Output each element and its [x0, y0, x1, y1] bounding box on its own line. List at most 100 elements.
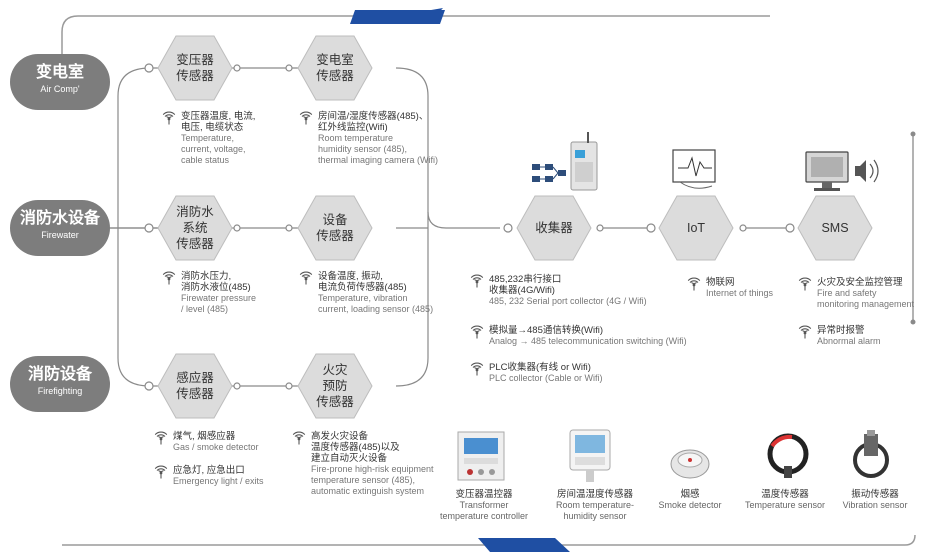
desc-en: Gas / smoke detector	[173, 442, 259, 452]
category-subtitle: Air Comp'	[40, 84, 80, 94]
desc-cn: PLC收集器(有线 or Wifi)	[489, 362, 591, 373]
desc-en: PLC collector (Cable or Wifi)	[489, 373, 603, 383]
node-label-line: 传感器	[316, 229, 354, 243]
signal-icon	[292, 431, 306, 445]
desc-substation: 房间温/湿度传感器(485)、红外线监控(Wifi)Room temperatu…	[299, 111, 438, 166]
desc-en: current, voltage,	[181, 144, 246, 154]
desc-en: Fire-prone high-risk equipment	[311, 464, 434, 474]
desc-cn: 消防水液位(485)	[181, 282, 251, 293]
desc-cn: 房间温/湿度传感器(485)、	[318, 111, 429, 122]
collector-device-icon	[532, 132, 598, 191]
category-subtitle: Firefighting	[37, 386, 83, 396]
desc-en: monitoring management	[817, 299, 915, 309]
device-en: Vibration sensor	[842, 500, 908, 510]
node-equipment-sensor: 设备传感器	[297, 195, 373, 261]
node-label-line: 传感器	[176, 69, 214, 83]
signal-icon	[470, 274, 484, 288]
node-collector: 收集器	[516, 195, 592, 261]
signal-icon	[299, 111, 313, 125]
category-firefighting: 消防设备 Firefighting	[10, 356, 110, 412]
desc-en: thermal imaging camera (Wifi)	[318, 155, 439, 165]
top-frame-line	[61, 15, 770, 48]
node-label: 变电室传感器	[316, 52, 354, 84]
device-cn: 温度传感器	[761, 489, 809, 500]
bottom-frame-line	[62, 534, 916, 546]
device-en: humidity sensor	[563, 511, 627, 521]
desc-en: 485, 232 Serial port collector (4G / Wif…	[489, 296, 647, 306]
signal-icon	[299, 271, 313, 285]
signal-icon	[798, 325, 812, 339]
desc-cn: 变压器温度, 电流,	[181, 111, 256, 122]
signal-icon	[162, 111, 176, 125]
desc-cn: 温度传感器(485)以及	[311, 442, 400, 453]
desc-cn: 电流负荷传感器(485)	[318, 282, 407, 293]
signal-icon	[154, 431, 168, 445]
node-label: 设备传感器	[316, 212, 354, 244]
category-subtitle: Firewater	[41, 230, 79, 240]
desc-en: Temperature,	[181, 133, 235, 143]
right-bracket-dot	[910, 319, 916, 325]
node-label: 感应器传感器	[176, 370, 214, 402]
desc-cn: 模拟量→485通信转换(Wifi)	[489, 325, 604, 336]
node-label-line: 传感器	[176, 387, 214, 401]
category-title: 消防水设备	[19, 210, 100, 227]
device-en: Smoke detector	[658, 500, 722, 510]
desc-cn: 设备温度, 振动,	[318, 271, 383, 282]
signal-icon	[154, 465, 168, 479]
desc-cn: 收集器(4G/Wifi)	[489, 285, 555, 296]
device-cn: 烟感	[680, 489, 700, 500]
device-en: Temperature sensor	[744, 500, 826, 510]
desc-cn: 电压, 电缆状态	[181, 122, 244, 133]
desc-en: humidity sensor (485),	[318, 144, 408, 154]
device-en: Room temperature-	[555, 500, 635, 510]
node-label-line: 火灾	[322, 363, 348, 377]
desc-en: Analog → 485 telecommunication switching…	[489, 336, 687, 346]
desc-en: Abnormal alarm	[817, 336, 881, 346]
node-label-line: 设备	[322, 213, 348, 227]
node-label: 消防水系统传感器	[176, 204, 214, 252]
desc-en: cable status	[181, 155, 230, 165]
desc-cn: 异常时报警	[817, 325, 865, 336]
left-bus-line	[117, 67, 151, 387]
node-label: SMS	[821, 221, 849, 235]
node-iot: IoT	[658, 195, 734, 261]
desc-en: Internet of things	[706, 288, 774, 298]
desc-cn: 煤气, 烟感应器	[173, 431, 236, 442]
device-cn: 变压器温控器	[455, 489, 513, 500]
node-fire-prevention-sensor: 火灾预防传感器	[297, 353, 373, 419]
to-collector-line	[427, 211, 500, 229]
node-transformer-sensor: 变压器传感器	[157, 35, 233, 101]
node-label-line: 变压器	[176, 53, 214, 67]
desc-cn: 建立自动灭火设备	[311, 453, 388, 464]
iot-monitor-icon	[672, 149, 716, 189]
desc-collector-analog: 模拟量→485通信转换(Wifi)Analog → 485 telecommun…	[470, 325, 687, 347]
desc-en: current, loading sensor (485)	[318, 304, 434, 314]
vibration-sensor-image	[853, 430, 889, 478]
desc-en: Firewater pressure	[181, 293, 257, 303]
desc-en: automatic extinguish system	[311, 486, 425, 496]
desc-cn: 485,232串行接口	[489, 274, 562, 285]
desc-cn: 红外线监控(Wifi)	[318, 122, 388, 133]
signal-icon	[687, 277, 701, 291]
desc-en: / level (485)	[181, 304, 229, 314]
node-label-line: 变电室	[316, 53, 354, 67]
node-label-line: 系统	[182, 221, 208, 235]
desc-firewater: 消防水压力,消防水液位(485)Firewater pressure/ leve…	[162, 271, 256, 315]
node-substation-sensor: 变电室传感器	[297, 35, 373, 101]
desc-collector-serial: 485,232串行接口收集器(4G/Wifi)485, 232 Serial p…	[470, 274, 647, 307]
desc-collector-plc: PLC收集器(有线 or Wifi)PLC collector (Cable o…	[470, 362, 603, 384]
device-cn: 房间温湿度传感器	[556, 489, 633, 500]
signal-icon	[798, 277, 812, 291]
room-humidity-sensor-image	[569, 429, 611, 482]
desc-cn: 火灾及安全监控管理	[817, 277, 903, 288]
node-sms: SMS	[797, 195, 873, 261]
desc-en: Emergency light / exits	[173, 476, 264, 486]
